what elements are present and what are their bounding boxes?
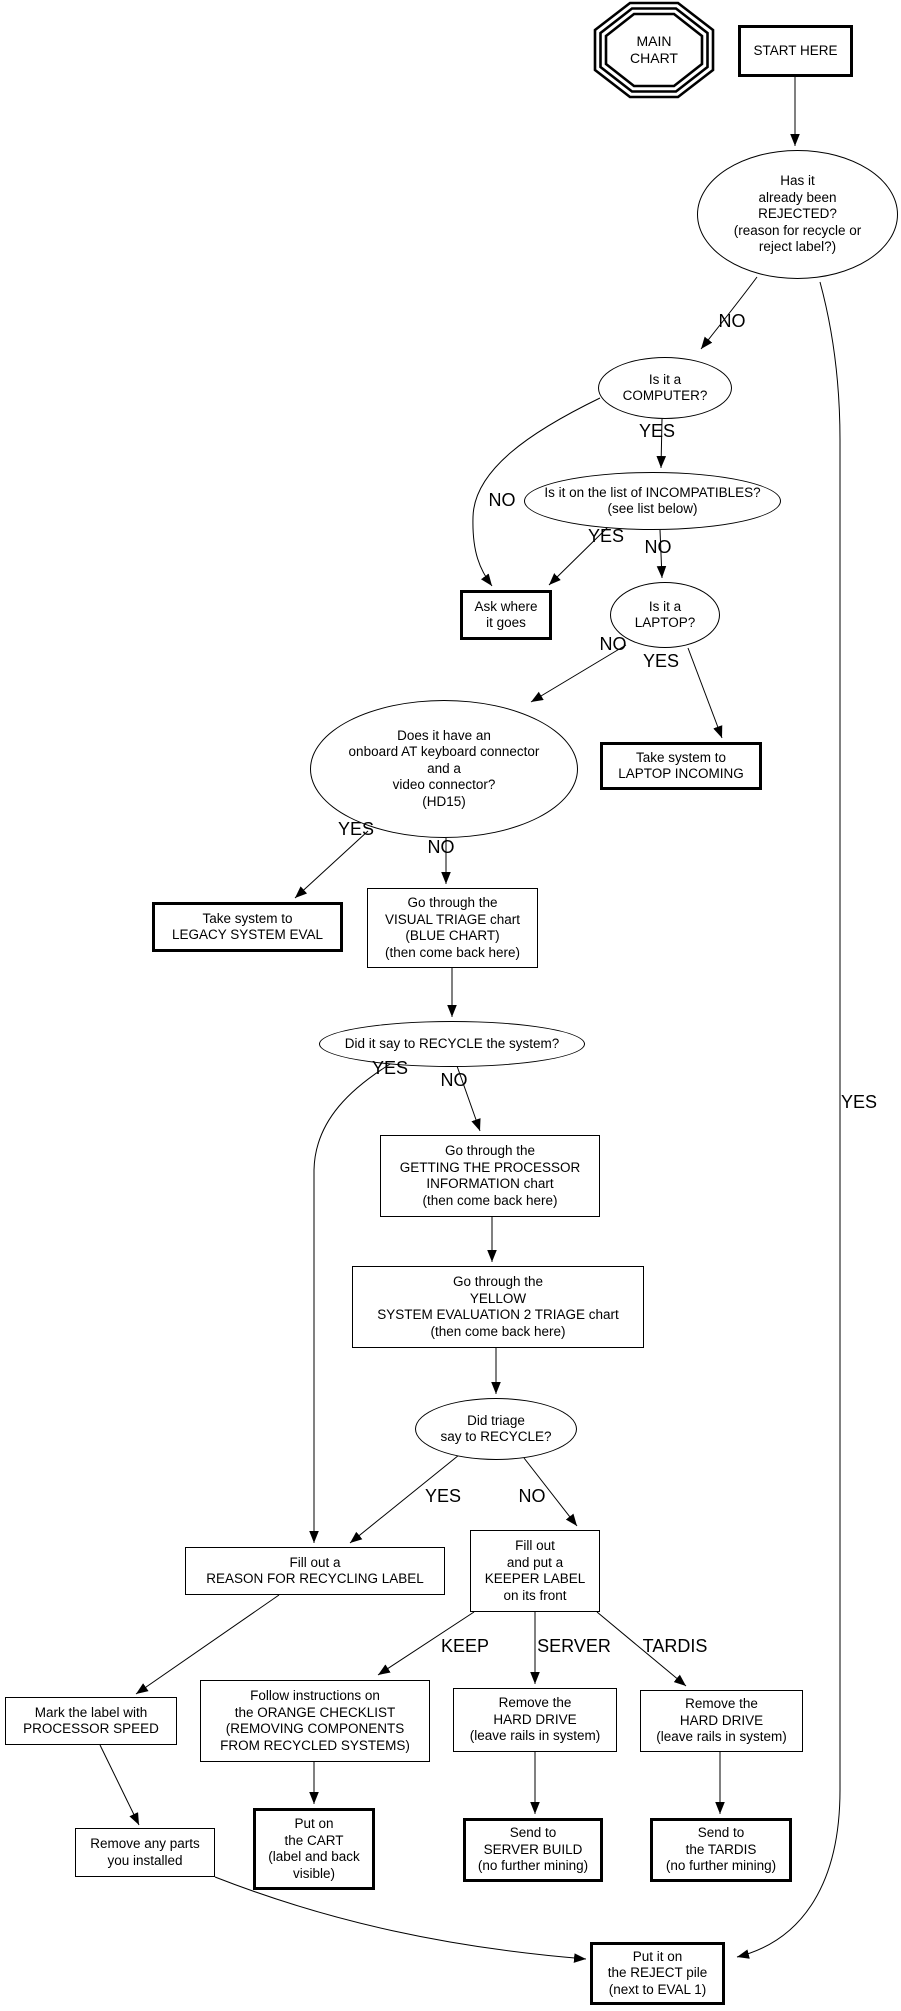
node-mark-processor-speed: Mark the label with PROCESSOR SPEED	[5, 1697, 177, 1745]
edge-remove-to-reject	[214, 1876, 587, 1963]
edge-triage-no	[523, 1457, 578, 1527]
node-already-rejected: Has it already been REJECTED? (reason fo…	[697, 150, 898, 279]
node-did-it-say-recycle: Did it say to RECYCLE the system?	[319, 1021, 585, 1067]
edge-keeper-tardis	[596, 1611, 687, 1687]
edge-label-server: SERVER	[537, 1636, 611, 1656]
node-orange-checklist: Follow instructions on the ORANGE CHECKL…	[200, 1680, 430, 1762]
node-send-to-tardis: Send to the TARDIS (no further mining)	[650, 1818, 792, 1882]
edge-rejected-no	[700, 276, 758, 350]
main-chart-octagon	[593, 1, 715, 99]
edge-label-incompatibles-yes: YES	[587, 526, 625, 546]
node-ask-where-it-goes: Ask where it goes	[460, 590, 552, 640]
edge-computer-yes	[656, 418, 667, 469]
node-did-triage-say-recycle: Did triage say to RECYCLE?	[415, 1398, 577, 1460]
edge-at-yes	[294, 830, 369, 899]
node-main-chart: MAIN CHART	[630, 33, 678, 66]
node-remove-any-parts: Remove any parts you installed	[75, 1828, 215, 1877]
edge-incompatibles-yes	[548, 526, 609, 586]
edge-computer-no	[472, 397, 601, 587]
edge-incompatibles-no	[656, 529, 667, 579]
edge-label-at-no: NO	[427, 837, 455, 857]
edge-laptop-yes	[687, 647, 723, 739]
node-put-on-cart: Put on the CART (label and back visible)	[253, 1808, 375, 1890]
node-send-to-server-build: Send to SERVER BUILD (no further mining)	[463, 1818, 603, 1882]
edge-rejected-yes-long	[736, 281, 841, 1959]
edge-label-recycle-no: NO	[440, 1070, 468, 1090]
edge-label-laptop-no: NO	[599, 634, 627, 654]
node-processor-information-chart: Go through the GETTING THE PROCESSOR INF…	[380, 1135, 600, 1217]
edge-label-rejected-yes: YES	[840, 1092, 878, 1112]
edge-label-triage-no: NO	[518, 1486, 546, 1506]
node-reject-pile: Put it on the REJECT pile (next to EVAL …	[590, 1942, 725, 2005]
edge-label-computer-yes: YES	[638, 421, 676, 441]
node-is-it-a-laptop: Is it a LAPTOP?	[610, 582, 720, 648]
edge-label-tardis: TARDIS	[642, 1636, 708, 1656]
node-remove-hard-drive-tardis: Remove the HARD DRIVE (leave rails in sy…	[640, 1690, 803, 1752]
edge-label-at-yes: YES	[337, 819, 375, 839]
edge-label-keep: KEEP	[440, 1636, 490, 1656]
edge-label-recycle-yes: YES	[371, 1058, 409, 1078]
edge-recycle-no	[456, 1065, 481, 1132]
node-list-of-incompatibles: Is it on the list of INCOMPATIBLES? (see…	[524, 472, 781, 530]
node-visual-triage-chart: Go through the VISUAL TRIAGE chart (BLUE…	[367, 888, 538, 968]
node-legacy-system-eval: Take system to LEGACY SYSTEM EVAL	[152, 902, 343, 952]
node-keeper-label: Fill out and put a KEEPER LABEL on its f…	[470, 1530, 600, 1612]
edge-keeper-keep	[377, 1611, 475, 1676]
node-at-keyboard-connector: Does it have an onboard AT keyboard conn…	[310, 700, 578, 838]
edge-label-computer-no: NO	[488, 490, 516, 510]
edge-triage-yes	[349, 1454, 460, 1544]
edge-reason-to-mark	[135, 1594, 280, 1695]
node-laptop-incoming: Take system to LAPTOP INCOMING	[600, 742, 762, 790]
node-start-here: START HERE	[738, 25, 853, 77]
node-is-it-a-computer: Is it a COMPUTER?	[598, 357, 732, 419]
edge-recycle-yes-long	[309, 1060, 396, 1543]
edge-label-rejected-no: NO	[718, 311, 746, 331]
node-reason-for-recycling-label: Fill out a REASON FOR RECYCLING LABEL	[185, 1547, 445, 1595]
edge-laptop-no	[530, 644, 627, 703]
node-yellow-system-evaluation-chart: Go through the YELLOW SYSTEM EVALUATION …	[352, 1266, 644, 1348]
edge-label-laptop-yes: YES	[642, 651, 680, 671]
edge-label-incompatibles-no: NO	[644, 537, 672, 557]
edge-label-triage-yes: YES	[424, 1486, 462, 1506]
node-remove-hard-drive-server: Remove the HARD DRIVE (leave rails in sy…	[453, 1688, 617, 1752]
edge-mark-to-remove	[99, 1744, 140, 1826]
